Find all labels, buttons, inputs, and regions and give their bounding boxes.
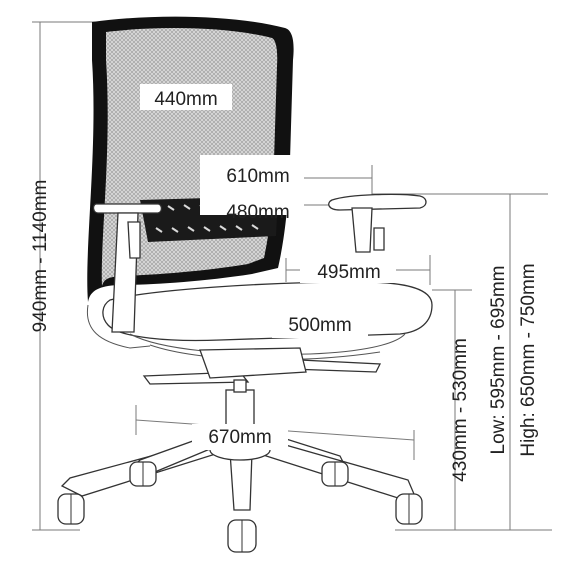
seat-depth-label: 495mm (317, 262, 380, 283)
seat-height-label: 430mm - 530mm (450, 338, 471, 482)
overall-height-label: 940mm - 1140mm (30, 180, 51, 333)
arm-outer-width-label: 610mm (226, 166, 289, 187)
casters (57, 461, 423, 553)
arm-height-high-label: High: 650mm - 750mm (518, 263, 539, 456)
right-armrest-pad (328, 193, 427, 211)
arm-height-low-label: Low: 595mm - 695mm (488, 265, 509, 454)
seat-cushion (102, 281, 433, 342)
right-armrest-post (351, 207, 373, 253)
base-diameter-label: 670mm (208, 427, 271, 448)
arm-inner-width-label: 480mm (226, 202, 289, 223)
seat-width-label: 500mm (288, 315, 351, 336)
base-leg-front (229, 451, 253, 511)
backrest-width-label: 440mm (154, 89, 217, 110)
chair-drawing (57, 16, 433, 553)
left-armrest-pad (92, 203, 163, 214)
